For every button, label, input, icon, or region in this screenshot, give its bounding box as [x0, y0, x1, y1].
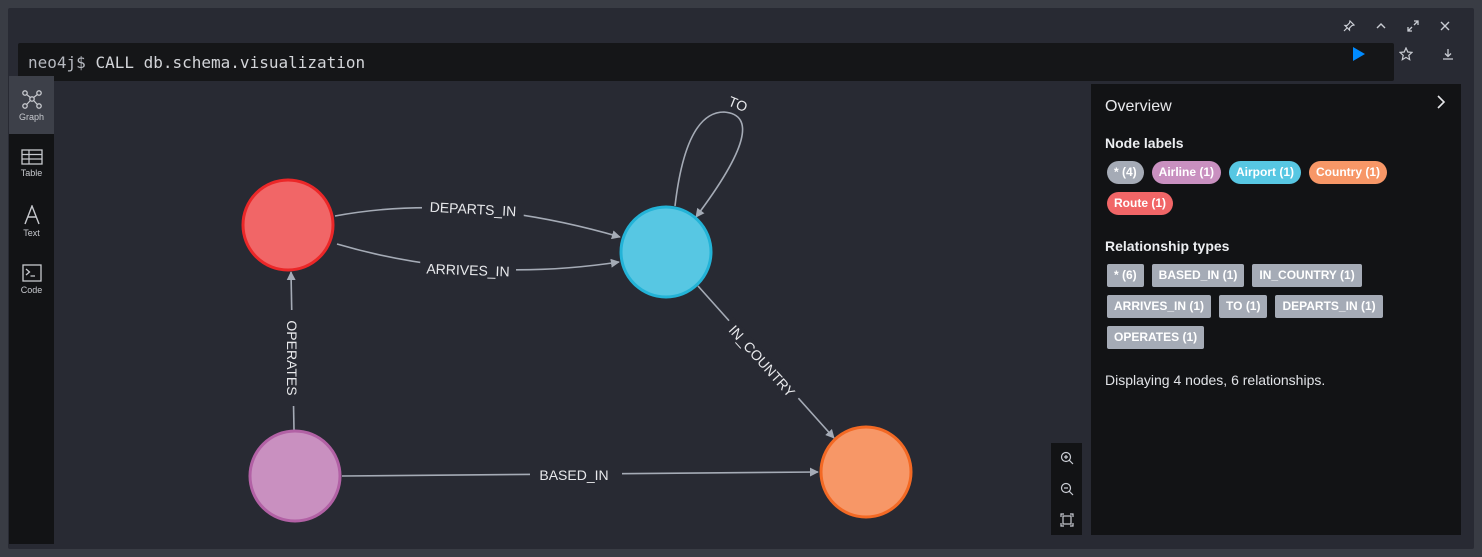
node-labels-title: Node labels — [1105, 135, 1184, 151]
collapse-overview-button[interactable] — [1435, 94, 1447, 115]
collapse-icon[interactable] — [1374, 20, 1388, 34]
overview-panel: Overview Node labels * (4) Airline (1) Air… — [1091, 84, 1461, 535]
graph-svg[interactable]: DEPARTS_IN ARRIVES_IN TO IN_COUNTRY OPER… — [54, 76, 1090, 544]
node-route[interactable] — [241, 178, 335, 272]
zoom-out-icon — [1060, 482, 1073, 496]
node-airline[interactable] — [248, 429, 342, 523]
pin-icon[interactable] — [1342, 19, 1356, 34]
node-label-pill[interactable]: Route (1) — [1107, 192, 1173, 215]
overview-title: Overview — [1105, 98, 1172, 115]
star-icon — [1399, 47, 1413, 61]
table-icon — [20, 148, 43, 165]
view-text-button[interactable]: Text — [9, 192, 54, 250]
rel-label-based-in: BASED_IN — [539, 467, 608, 483]
fit-to-screen-button[interactable] — [1059, 512, 1075, 528]
view-text-label: Text — [23, 227, 40, 238]
download-button[interactable] — [1440, 46, 1456, 62]
node-label-pill[interactable]: * (4) — [1107, 161, 1144, 184]
graph-summary: Displaying 4 nodes, 6 relationships. — [1105, 372, 1326, 388]
fit-screen-icon — [1059, 513, 1074, 527]
node-label-pill[interactable]: Airline (1) — [1151, 161, 1222, 184]
view-table-button[interactable]: Table — [9, 134, 54, 192]
node-labels-list: * (4) Airline (1) Airport (1) Country (1) Ro… — [1107, 161, 1447, 215]
graph-canvas[interactable]: DEPARTS_IN ARRIVES_IN TO IN_COUNTRY OPER… — [54, 76, 1090, 544]
view-table-label: Table — [20, 167, 43, 178]
rel-label-operates: OPERATES — [284, 320, 300, 395]
fullscreen-icon[interactable] — [1406, 20, 1420, 34]
query-input[interactable]: CALL db.schema.visualization — [95, 52, 366, 72]
close-icon[interactable] — [1438, 20, 1452, 34]
relationship-types-list: * (6) BASED_IN (1) IN_COUNTRY (1) ARRIVES_I… — [1107, 264, 1447, 349]
relationship-type-tag[interactable]: * (6) — [1107, 264, 1144, 287]
query-editor[interactable]: neo4j$ CALL db.schema.visualization — [18, 43, 1394, 81]
prompt-label: neo4j$ — [28, 52, 86, 72]
play-icon — [1353, 47, 1365, 61]
text-icon — [23, 204, 40, 224]
node-country[interactable] — [819, 425, 913, 519]
relationship-type-tag[interactable]: IN_COUNTRY (1) — [1252, 264, 1362, 287]
download-icon — [1443, 49, 1453, 60]
result-actions — [1398, 35, 1456, 73]
node-label-pill[interactable]: Country (1) — [1309, 161, 1388, 184]
relationship-type-tag[interactable]: ARRIVES_IN (1) — [1107, 295, 1212, 318]
view-code-button[interactable]: Code — [9, 250, 54, 308]
view-graph-button[interactable]: Graph — [9, 76, 54, 134]
code-icon — [21, 263, 42, 282]
view-code-label: Code — [20, 284, 43, 295]
node-label-pill[interactable]: Airport (1) — [1229, 161, 1302, 184]
zoom-controls — [1051, 443, 1082, 535]
view-switcher: Graph Table Text Code — [9, 76, 54, 544]
zoom-in-button[interactable] — [1059, 450, 1075, 466]
view-graph-label: Graph — [18, 111, 44, 122]
graph-icon — [21, 89, 42, 109]
zoom-in-icon — [1060, 452, 1073, 465]
rel-label-departs-in: DEPARTS_IN — [429, 199, 516, 220]
node-airport[interactable] — [619, 205, 713, 299]
rel-label-to: TO — [726, 93, 750, 115]
window-controls — [1342, 19, 1452, 34]
relationship-type-tag[interactable]: DEPARTS_IN (1) — [1275, 295, 1383, 318]
favorite-button[interactable] — [1398, 46, 1414, 62]
rel-label-in-country: IN_COUNTRY — [726, 322, 799, 401]
relationship-type-tag[interactable]: OPERATES (1) — [1107, 326, 1205, 349]
run-button[interactable] — [1350, 45, 1368, 63]
relationship-types-title: Relationship types — [1105, 238, 1230, 254]
rel-label-arrives-in: ARRIVES_IN — [426, 261, 510, 280]
editor-actions — [1350, 35, 1368, 73]
chevron-right-icon — [1437, 95, 1446, 109]
rel-to[interactable] — [674, 111, 744, 218]
query-text[interactable]: neo4j$ CALL db.schema.visualization — [18, 53, 365, 72]
zoom-out-button[interactable] — [1059, 481, 1075, 497]
relationship-type-tag[interactable]: BASED_IN (1) — [1151, 264, 1245, 287]
relationship-type-tag[interactable]: TO (1) — [1219, 295, 1268, 318]
